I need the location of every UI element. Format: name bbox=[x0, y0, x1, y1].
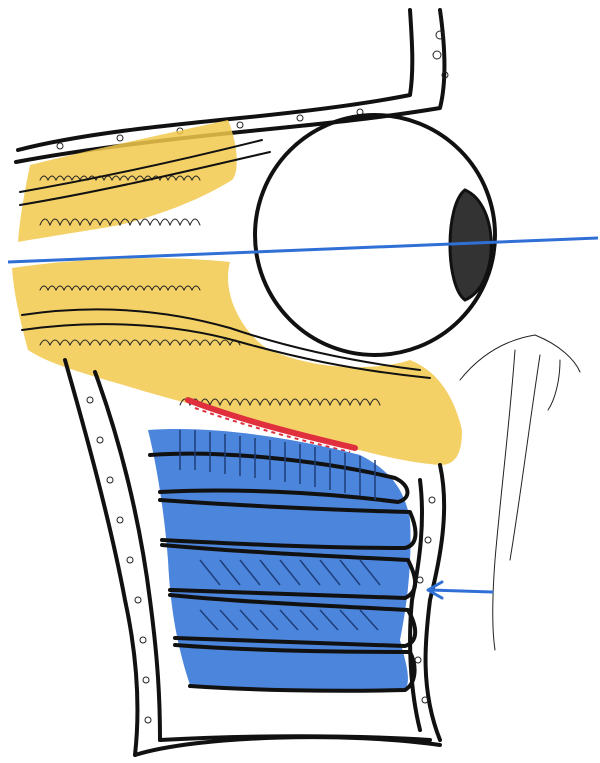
eyeball bbox=[255, 115, 495, 355]
guide-line bbox=[8, 238, 598, 262]
face-outline bbox=[460, 335, 580, 650]
arrow-left-icon bbox=[428, 582, 492, 598]
